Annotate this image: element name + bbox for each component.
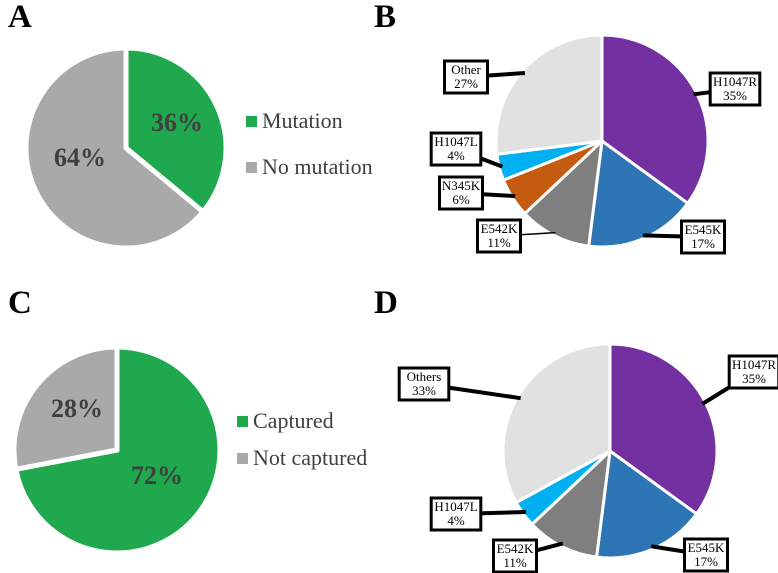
callout-value-other: 27% (454, 76, 478, 91)
callout-label-e542k: E542K (497, 541, 534, 556)
legend-panel-c: Captured Not captured (237, 408, 367, 471)
callout-box-e542k (492, 538, 538, 573)
legend-swatch-not-captured (237, 452, 248, 464)
legend-label-not-captured: Not captured (253, 445, 368, 470)
callout-label-e545k: E545K (685, 222, 722, 237)
callout-label-others: Others (407, 369, 442, 384)
pie-slice-not-captured (11, 344, 120, 472)
callout-box-h1047r (708, 71, 762, 107)
legend-item-captured: Captured (237, 408, 367, 434)
slice-percent-label-mutation: 36% (151, 108, 203, 137)
callout-label-n345k: N345K (442, 178, 481, 193)
legend-item-not-captured: Not captured (237, 445, 367, 471)
legend-label-captured: Captured (253, 408, 334, 433)
callout-value-e545k: 17% (694, 554, 718, 569)
callout-label-h1047r: H1047R (732, 357, 776, 372)
callout-label-e542k: E542K (481, 221, 518, 236)
pie-slice-e545k (595, 449, 699, 560)
callout-value-others: 33% (412, 383, 436, 398)
legend-label-mutation: Mutation (262, 108, 343, 133)
legend-swatch-captured (237, 415, 248, 427)
pie-slice-other (494, 33, 604, 156)
callout-label-other: Other (451, 62, 481, 77)
panel-label-b: B (374, 0, 397, 35)
callout-value-e545k: 17% (691, 236, 715, 251)
callout-box-n345k (438, 175, 484, 211)
callout-label-e545k: E545K (688, 540, 725, 555)
pie-slice-e545k (587, 139, 690, 249)
callout-value-h1047l: 4% (447, 513, 465, 528)
legend-item-no-mutation: No mutation (246, 154, 373, 180)
callout-value-n345k: 6% (452, 192, 470, 207)
pie-slice-no-mutation (23, 45, 206, 251)
callout-box-e545k (683, 537, 729, 573)
legend-swatch-mutation (246, 115, 257, 127)
callout-label-h1047l: H1047L (434, 134, 477, 149)
legend-item-mutation: Mutation (246, 108, 373, 134)
callout-value-e542k: 11% (503, 555, 527, 570)
callout-box-e542k (476, 218, 522, 254)
callout-value-h1047r: 35% (723, 88, 747, 103)
legend-label-no-mutation: No mutation (262, 154, 373, 179)
callout-value-e542k: 11% (487, 235, 511, 250)
slice-percent-label-captured: 72% (131, 461, 183, 490)
callout-label-h1047r: H1047R (713, 74, 757, 89)
slice-percent-label-not-captured: 28% (51, 394, 103, 423)
panel-label-a: A (8, 0, 32, 35)
panel-label-d: D (374, 285, 398, 321)
callout-box-h1047r (727, 354, 778, 390)
pie-slice-mutation (123, 45, 229, 215)
callout-box-others (397, 366, 451, 402)
callout-box-e545k (680, 219, 726, 255)
callout-box-other (443, 59, 489, 95)
callout-label-h1047l: H1047L (434, 499, 477, 514)
slice-percent-label-no-mutation: 64% (54, 143, 106, 172)
callout-value-h1047l: 4% (447, 148, 465, 163)
panel-label-c: C (8, 285, 32, 321)
callout-value-h1047r: 35% (742, 371, 766, 386)
pie-chart-captured: 72% 28% (11, 344, 223, 556)
legend-panel-a: Mutation No mutation (246, 108, 373, 180)
callout-box-h1047l (429, 496, 483, 532)
callout-box-h1047l (429, 131, 483, 167)
legend-swatch-no-mutation (246, 161, 257, 173)
pie-chart-mutation-frequency: 36% 64% (23, 45, 229, 251)
